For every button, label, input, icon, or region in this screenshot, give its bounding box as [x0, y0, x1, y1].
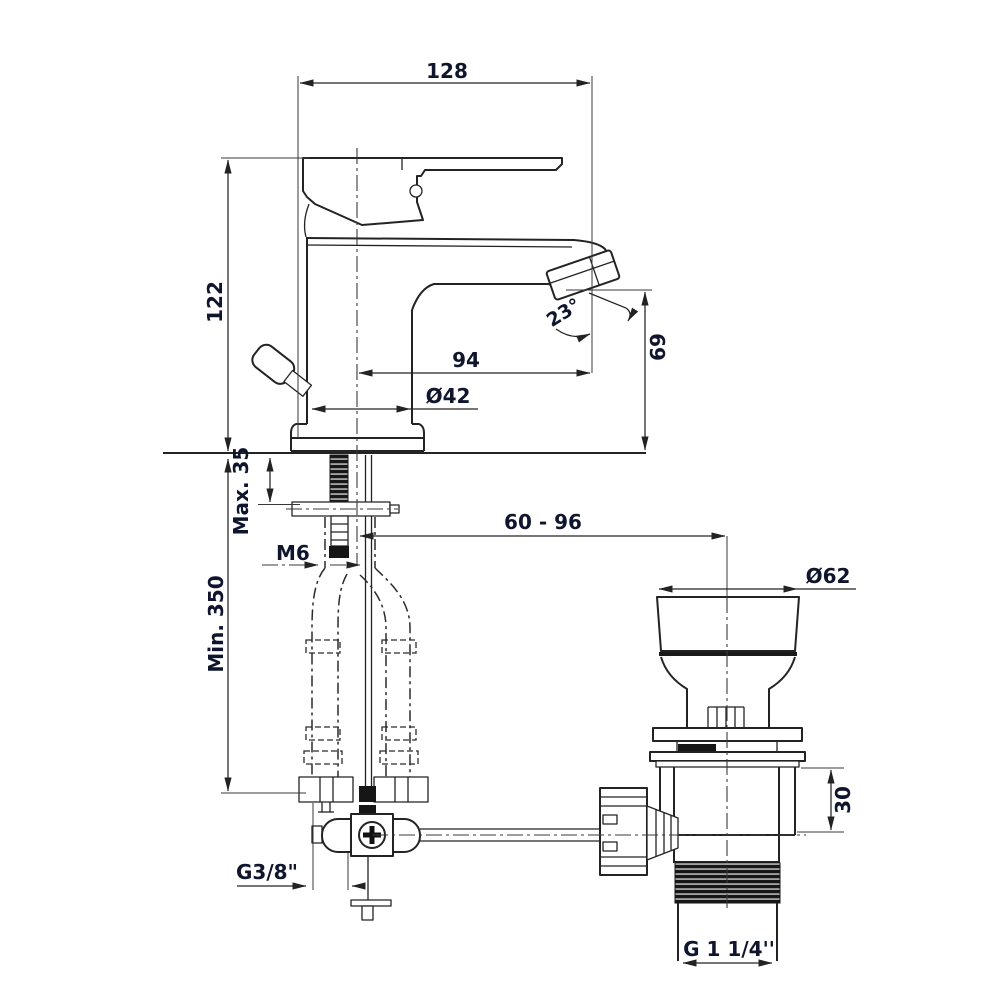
threaded-stud — [329, 454, 349, 503]
plug-funnel-left — [660, 656, 688, 728]
flexible-supply-hoses — [298, 517, 429, 813]
plug-stem-splines — [707, 706, 745, 727]
dim-overall-width: 128 — [297, 59, 593, 438]
rod-end-tab — [361, 905, 374, 921]
pop-up-rod-linkage — [311, 786, 600, 921]
left-hose-inner — [337, 573, 348, 777]
dim-linkage-range-label: 60 - 96 — [504, 510, 582, 534]
callout-fixing-thread-label: M6 — [276, 541, 310, 565]
linkage-knurled-nut — [599, 787, 648, 876]
linkage-cone — [646, 805, 679, 861]
handle-pin-icon — [409, 184, 423, 198]
dim-waste-plug-diameter-label: Ø62 — [806, 564, 851, 588]
spout-top-inner-edge — [305, 244, 573, 248]
dim-spout-reach: 94 — [358, 348, 591, 377]
flow-direction-arrow — [588, 292, 639, 322]
dim-max-deck-thickness: Max. 35 — [229, 447, 300, 536]
left-hose-end-fitting — [298, 776, 354, 803]
rod-tee-bar — [350, 899, 392, 907]
base-flange — [290, 423, 425, 452]
hose-fitting-bands — [303, 639, 419, 765]
waste-seal-gasket — [678, 744, 716, 752]
dim-spout-angle-label: 23° — [543, 294, 585, 332]
centerlines — [356, 148, 806, 908]
knurled-nut-ridges — [600, 796, 647, 867]
pop-up-knob — [251, 343, 313, 397]
plug-funnel-right — [768, 656, 796, 728]
spout-underside — [411, 283, 565, 311]
waste-tailpipe — [677, 903, 778, 961]
dim-waste-connection: G 1 1/4'' — [682, 937, 775, 967]
dim-min-hose-length: Min. 350 — [204, 458, 306, 794]
rod-coupler-upper — [359, 786, 376, 802]
waste-drain-assembly — [599, 596, 806, 961]
dim-min-hose-length-label: Min. 350 — [204, 575, 228, 672]
dim-spout-outlet-height-label: 69 — [646, 333, 670, 361]
dim-overall-width-label: 128 — [426, 59, 468, 83]
body-neck-curve — [303, 203, 310, 238]
dim-spout-outlet-height: 69 — [566, 289, 670, 451]
aerator-outlet — [545, 249, 621, 301]
dim-waste-flange-height: 30 — [797, 767, 855, 833]
right-hose-end-fitting — [373, 776, 429, 803]
waste-plug-cup — [656, 596, 800, 652]
left-hose-outer — [311, 567, 326, 777]
faucet-handle-and-head — [302, 157, 563, 226]
callout-supply-connection-label: G3/8" — [236, 860, 298, 884]
dim-waste-connection-label: G 1 1/4'' — [683, 937, 775, 961]
callout-supply-connection: G3/8" — [236, 803, 366, 890]
spout-top-edge — [305, 237, 611, 260]
right-hose-outer — [374, 567, 411, 777]
dim-waste-plug-diameter: Ø62 — [658, 564, 856, 593]
dim-body-height: 122 — [203, 157, 309, 452]
dim-body-height-label: 122 — [203, 281, 227, 323]
faucet-body-view — [163, 157, 646, 454]
stud-lower-section — [330, 515, 349, 547]
callout-fixing-thread: M6 — [262, 541, 361, 569]
right-hose-inner — [359, 574, 387, 777]
angle-arc — [555, 328, 591, 343]
under-deck-fixing — [286, 454, 400, 786]
dim-spout-reach-label: 94 — [452, 348, 480, 372]
dim-base-diameter: Ø42 — [311, 384, 478, 413]
dim-base-diameter-label: Ø42 — [426, 384, 471, 408]
dim-max-deck-thickness-label: Max. 35 — [229, 447, 253, 536]
m6-fixing-nut — [329, 546, 349, 558]
dim-linkage-range: 60 - 96 — [359, 510, 728, 597]
dim-waste-flange-height-label: 30 — [831, 786, 855, 814]
